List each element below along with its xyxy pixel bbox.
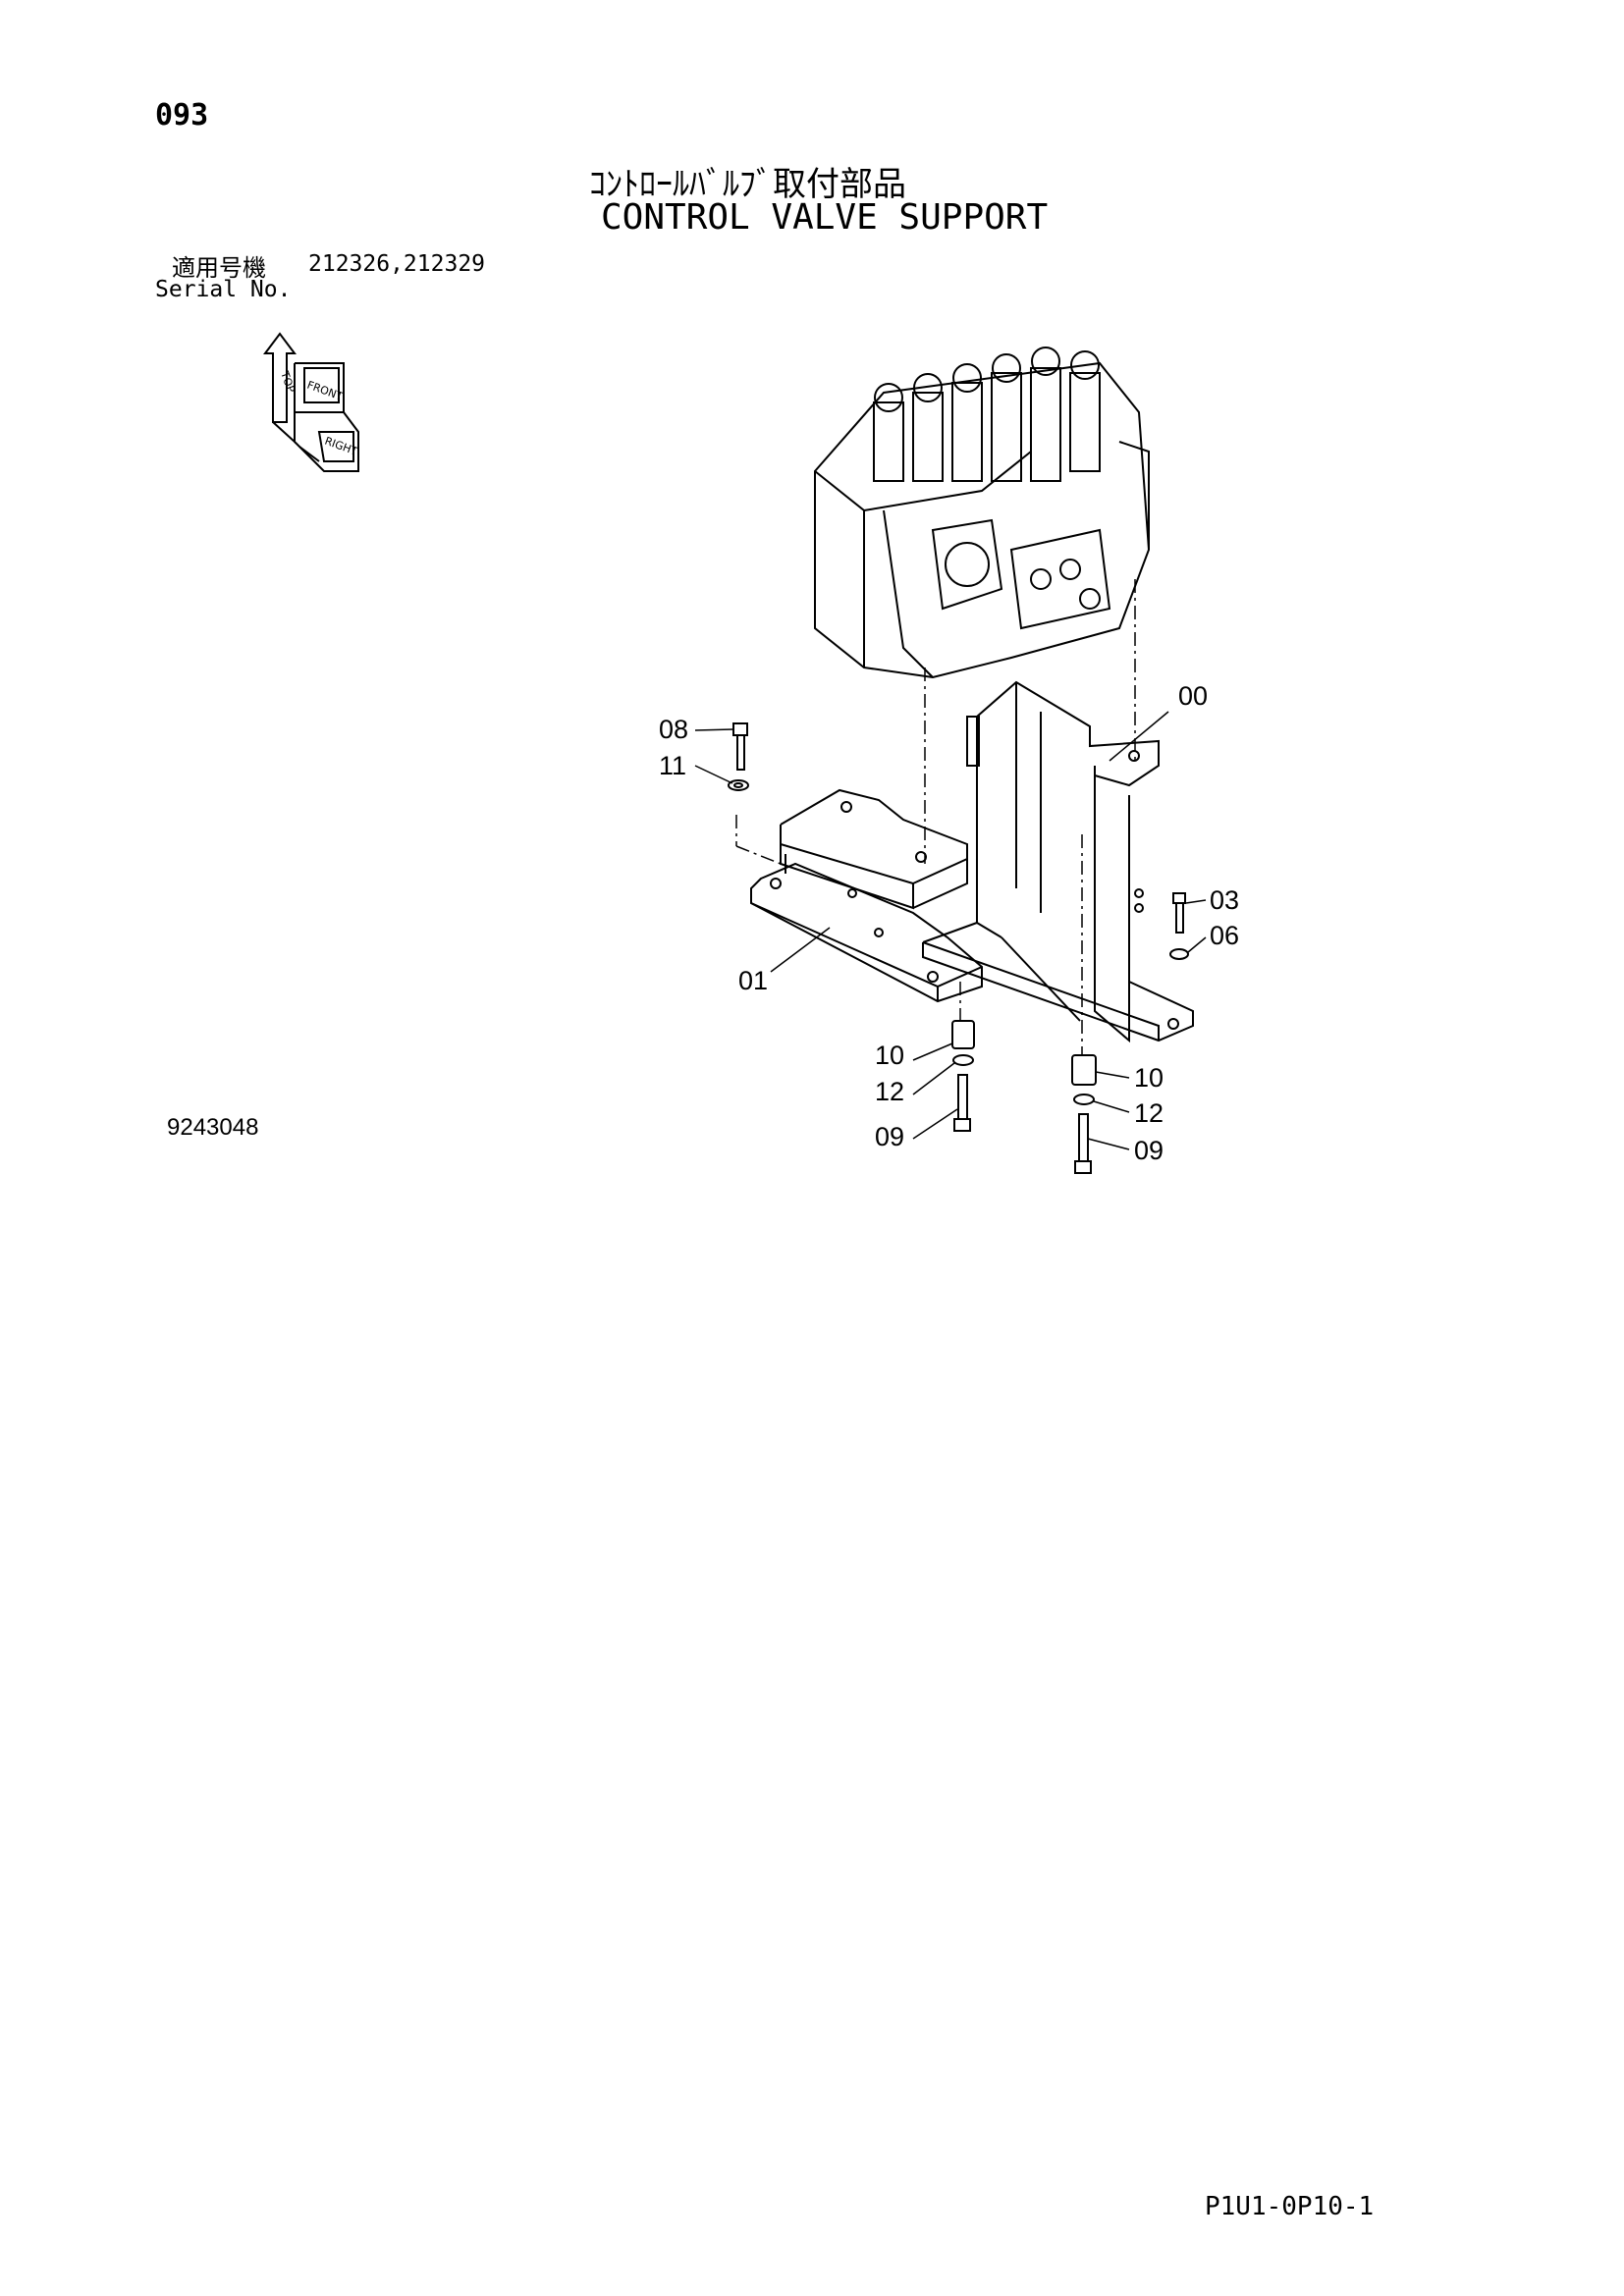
leader-lines [694,711,1207,1150]
hardware-left-10-12-09 [951,1020,975,1132]
orientation-icon: TOP FRONT RIGHT [263,332,359,472]
serial-label-english: Serial No. [155,277,292,302]
page-number: 093 [155,98,209,133]
callout-03: 03 [1210,885,1239,915]
title-japanese: ｺﾝﾄﾛｰﾙﾊﾞﾙﾌﾞ取付部品 [589,165,906,204]
callout-06: 06 [1210,921,1239,950]
bracket-01 [750,788,983,1003]
hardware-03-06 [1169,892,1189,960]
callout-10-right: 10 [1134,1063,1164,1093]
callout-10-left: 10 [875,1041,904,1070]
callout-12-left: 12 [875,1077,904,1106]
alignment-lines [735,579,1136,1055]
bracket-00 [922,680,1194,1043]
control-valve-assembly [814,347,1151,679]
serial-label-japanese: 適用号機 [172,254,266,282]
callout-09-left: 09 [875,1122,904,1151]
callout-01: 01 [738,966,768,995]
title-english: CONTROL VALVE SUPPORT [601,197,1049,238]
hardware-08-11 [728,722,749,791]
callout-00: 00 [1178,681,1208,711]
drawing-number: 9243048 [167,1114,259,1141]
callout-08: 08 [659,715,688,744]
callout-11: 11 [659,751,686,780]
callout-12-right: 12 [1134,1098,1164,1128]
serial-numbers: 212326,212329 [308,251,486,277]
callout-09-right: 09 [1134,1136,1164,1165]
hardware-right-10-12-09 [1071,1054,1097,1174]
footer-code: P1U1-0P10-1 [1205,2192,1375,2221]
